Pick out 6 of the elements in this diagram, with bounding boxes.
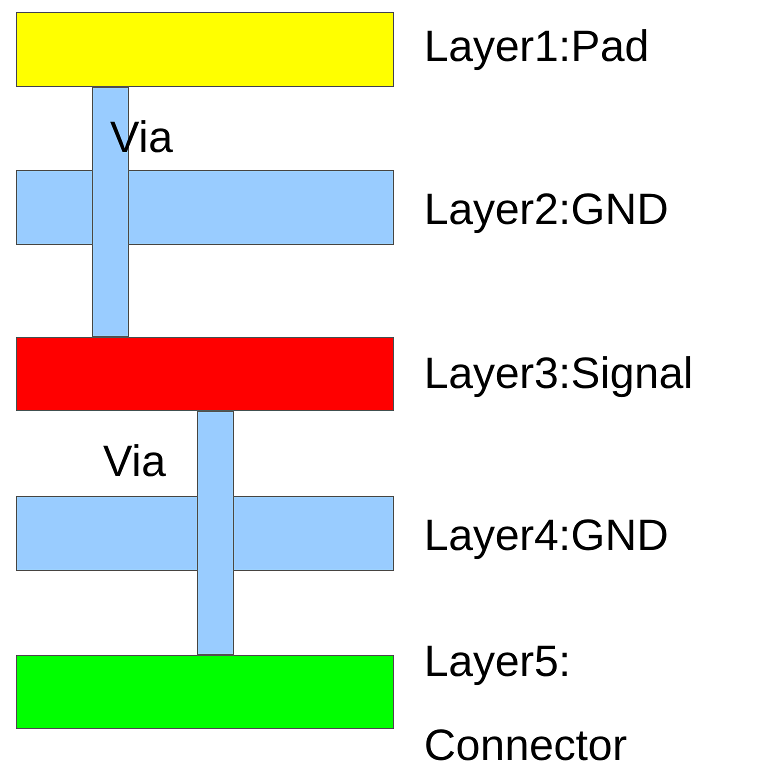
layer-label: Layer3:Signal — [424, 348, 694, 400]
via-label: Via — [103, 436, 167, 488]
layer-label: Layer5: Connector — [424, 636, 628, 769]
layer-label: Layer1:Pad — [424, 21, 650, 73]
layer-label: Layer4:GND — [424, 510, 670, 562]
layer-label: Layer2:GND — [424, 184, 670, 236]
